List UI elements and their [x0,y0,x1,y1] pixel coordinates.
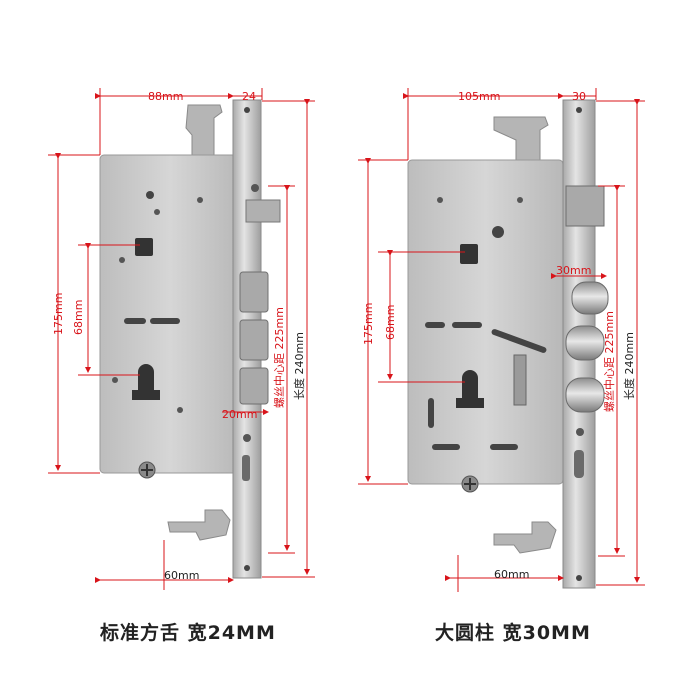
left-length-label: 长度 240mm [292,332,306,400]
right-cylinder-bolt-1 [571,281,609,315]
left-square-bolt-2 [239,319,269,361]
right-bolt-depth-label: 30mm [556,264,591,277]
right-length-label: 长度 240mm [622,332,636,400]
right-dimensions [358,88,645,592]
right-bottom-width-label: 60mm [494,568,529,581]
right-top-width-label: 105mm [458,90,500,103]
right-height-175-label: 175mm [362,303,375,345]
left-lock [99,99,281,579]
right-cylinder-bolt-3 [565,377,605,413]
left-bolt-depth-label: 20mm [222,408,257,421]
left-height-175-label: 175mm [52,293,65,335]
right-cylinder-bolt-2 [565,325,605,361]
right-bottom-hook [493,521,557,554]
right-dimension-labels: 105mm 30 175mm 68mm 30mm 螺丝中心距 225mm 长度 … [362,90,636,581]
right-latch [565,185,605,227]
left-top-width-label: 88mm [148,90,183,103]
left-bottom-width-label: 60mm [164,569,199,582]
left-lock-body [99,154,241,474]
left-bottom-hook [167,509,231,541]
left-faceplate-width-label: 24 [242,90,256,103]
right-screw-distance-label: 螺丝中心距 225mm [603,311,616,412]
left-square-bolt-3 [239,367,269,405]
right-lock [407,99,609,589]
left-caption: 标准方舌 宽24MM [100,622,276,644]
left-screw-distance-label: 螺丝中心距 225mm [273,307,286,408]
left-dimensions [48,88,315,590]
right-faceplate-width-label: 30 [572,90,586,103]
left-height-68-label: 68mm [72,300,85,335]
right-caption: 大圆柱 宽30MM [435,622,591,644]
right-height-68-label: 68mm [384,305,397,340]
left-square-bolt-1 [239,271,269,313]
left-latch [245,199,281,223]
left-dimension-labels: 88mm 24 175mm 68mm 螺丝中心距 225mm 长度 240mm … [52,90,306,582]
